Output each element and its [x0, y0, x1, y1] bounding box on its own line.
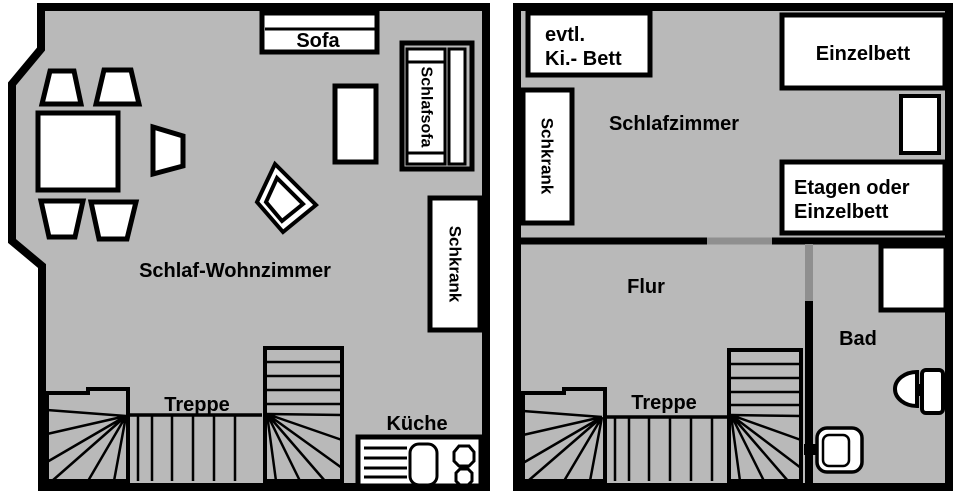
single-bed-body	[779, 12, 948, 91]
single-bed: Einzelbett	[779, 12, 948, 91]
toilet-cistern	[920, 368, 945, 415]
sofa: Sofa	[259, 10, 380, 55]
wardrobe-left-body	[427, 195, 483, 333]
kitchen-sink-icon	[408, 442, 439, 487]
stairs-right-upper-block	[727, 348, 803, 483]
hall-label: Flur	[627, 276, 665, 298]
bunk-bed-label-line2: Einzelbett	[794, 201, 889, 223]
toilet-bowl	[893, 369, 919, 409]
sleep-sofa-label: Schlafsofa	[418, 67, 435, 148]
bunk-bed-label-line1: Etagen oder	[794, 177, 910, 199]
kids-bed-body	[525, 10, 653, 78]
sofa-label: Sofa	[296, 30, 340, 52]
chair	[150, 123, 186, 178]
stairs-left: Treppe	[45, 346, 344, 483]
washbasin-inner	[821, 433, 851, 468]
chair	[37, 198, 87, 240]
dining-table	[35, 110, 121, 193]
washbasin-tap	[804, 444, 818, 455]
wardrobe-left-label: Schkrank	[446, 226, 465, 303]
washbasin-outer	[815, 426, 864, 474]
sleep-sofa-backrest	[447, 47, 467, 166]
chair	[92, 67, 143, 107]
sleep-sofa-seat	[405, 47, 447, 166]
bunk-bed-body	[779, 159, 948, 236]
washbasin-icon	[804, 426, 864, 474]
toilet-icon	[893, 368, 945, 415]
dining-set	[35, 67, 186, 242]
decor-diamond	[254, 160, 319, 235]
right-unit: evtl. Ki.- Bett Einzelbett Schkrank Etag…	[513, 3, 953, 491]
stairs-right-upper-treads	[729, 362, 802, 482]
stairs-right-winder-treads	[522, 409, 604, 482]
shower-icon	[878, 243, 949, 313]
kitchen-label: Küche	[386, 413, 447, 435]
wardrobe-left: Schkrank	[427, 195, 483, 333]
decor-diamond-inner	[263, 174, 306, 224]
stairs-right-label: Treppe	[631, 392, 697, 414]
bunk-bed: Etagen oder Einzelbett	[779, 159, 948, 236]
left-unit: Sofa Schlafsofa	[8, 3, 490, 491]
stairs-right-winder-block	[521, 387, 607, 483]
stove-burner-icon	[454, 467, 474, 487]
stairs-right-run-treads	[613, 418, 714, 481]
kitchen-vent-lines	[364, 446, 407, 479]
kitchen-unit: Küche	[355, 413, 484, 489]
stairs-left-winder-block	[45, 387, 130, 483]
wardrobe-right-body	[520, 87, 575, 226]
sofa-body	[259, 10, 380, 55]
stairs-left-upper-treads	[265, 360, 343, 482]
kids-bed-label-line1: evtl.	[545, 24, 585, 46]
kids-bed-label-line2: Ki.- Bett	[545, 48, 622, 70]
bath-label: Bad	[839, 328, 877, 350]
stairs-left-upper-block	[263, 346, 344, 483]
stairs-left-run-treads	[136, 416, 237, 481]
side-table	[332, 83, 379, 165]
stove-burner-icon	[452, 444, 476, 468]
chair	[38, 68, 85, 107]
nightstand	[899, 94, 941, 155]
kids-bed: evtl. Ki.- Bett	[525, 10, 653, 78]
bedroom-label: Schlafzimmer	[609, 113, 739, 135]
wardrobe-right: Schkrank	[520, 87, 575, 226]
chair	[87, 199, 140, 242]
stairs-left-winder-treads	[46, 408, 128, 482]
single-bed-label: Einzelbett	[816, 43, 911, 65]
sleep-sofa: Schlafsofa	[399, 40, 475, 172]
left-room-label: Schlaf-Wohnzimmer	[139, 260, 331, 282]
wardrobe-right-label: Schkrank	[538, 118, 557, 195]
stairs-right: Treppe	[521, 348, 803, 483]
stairs-left-label: Treppe	[164, 394, 230, 416]
